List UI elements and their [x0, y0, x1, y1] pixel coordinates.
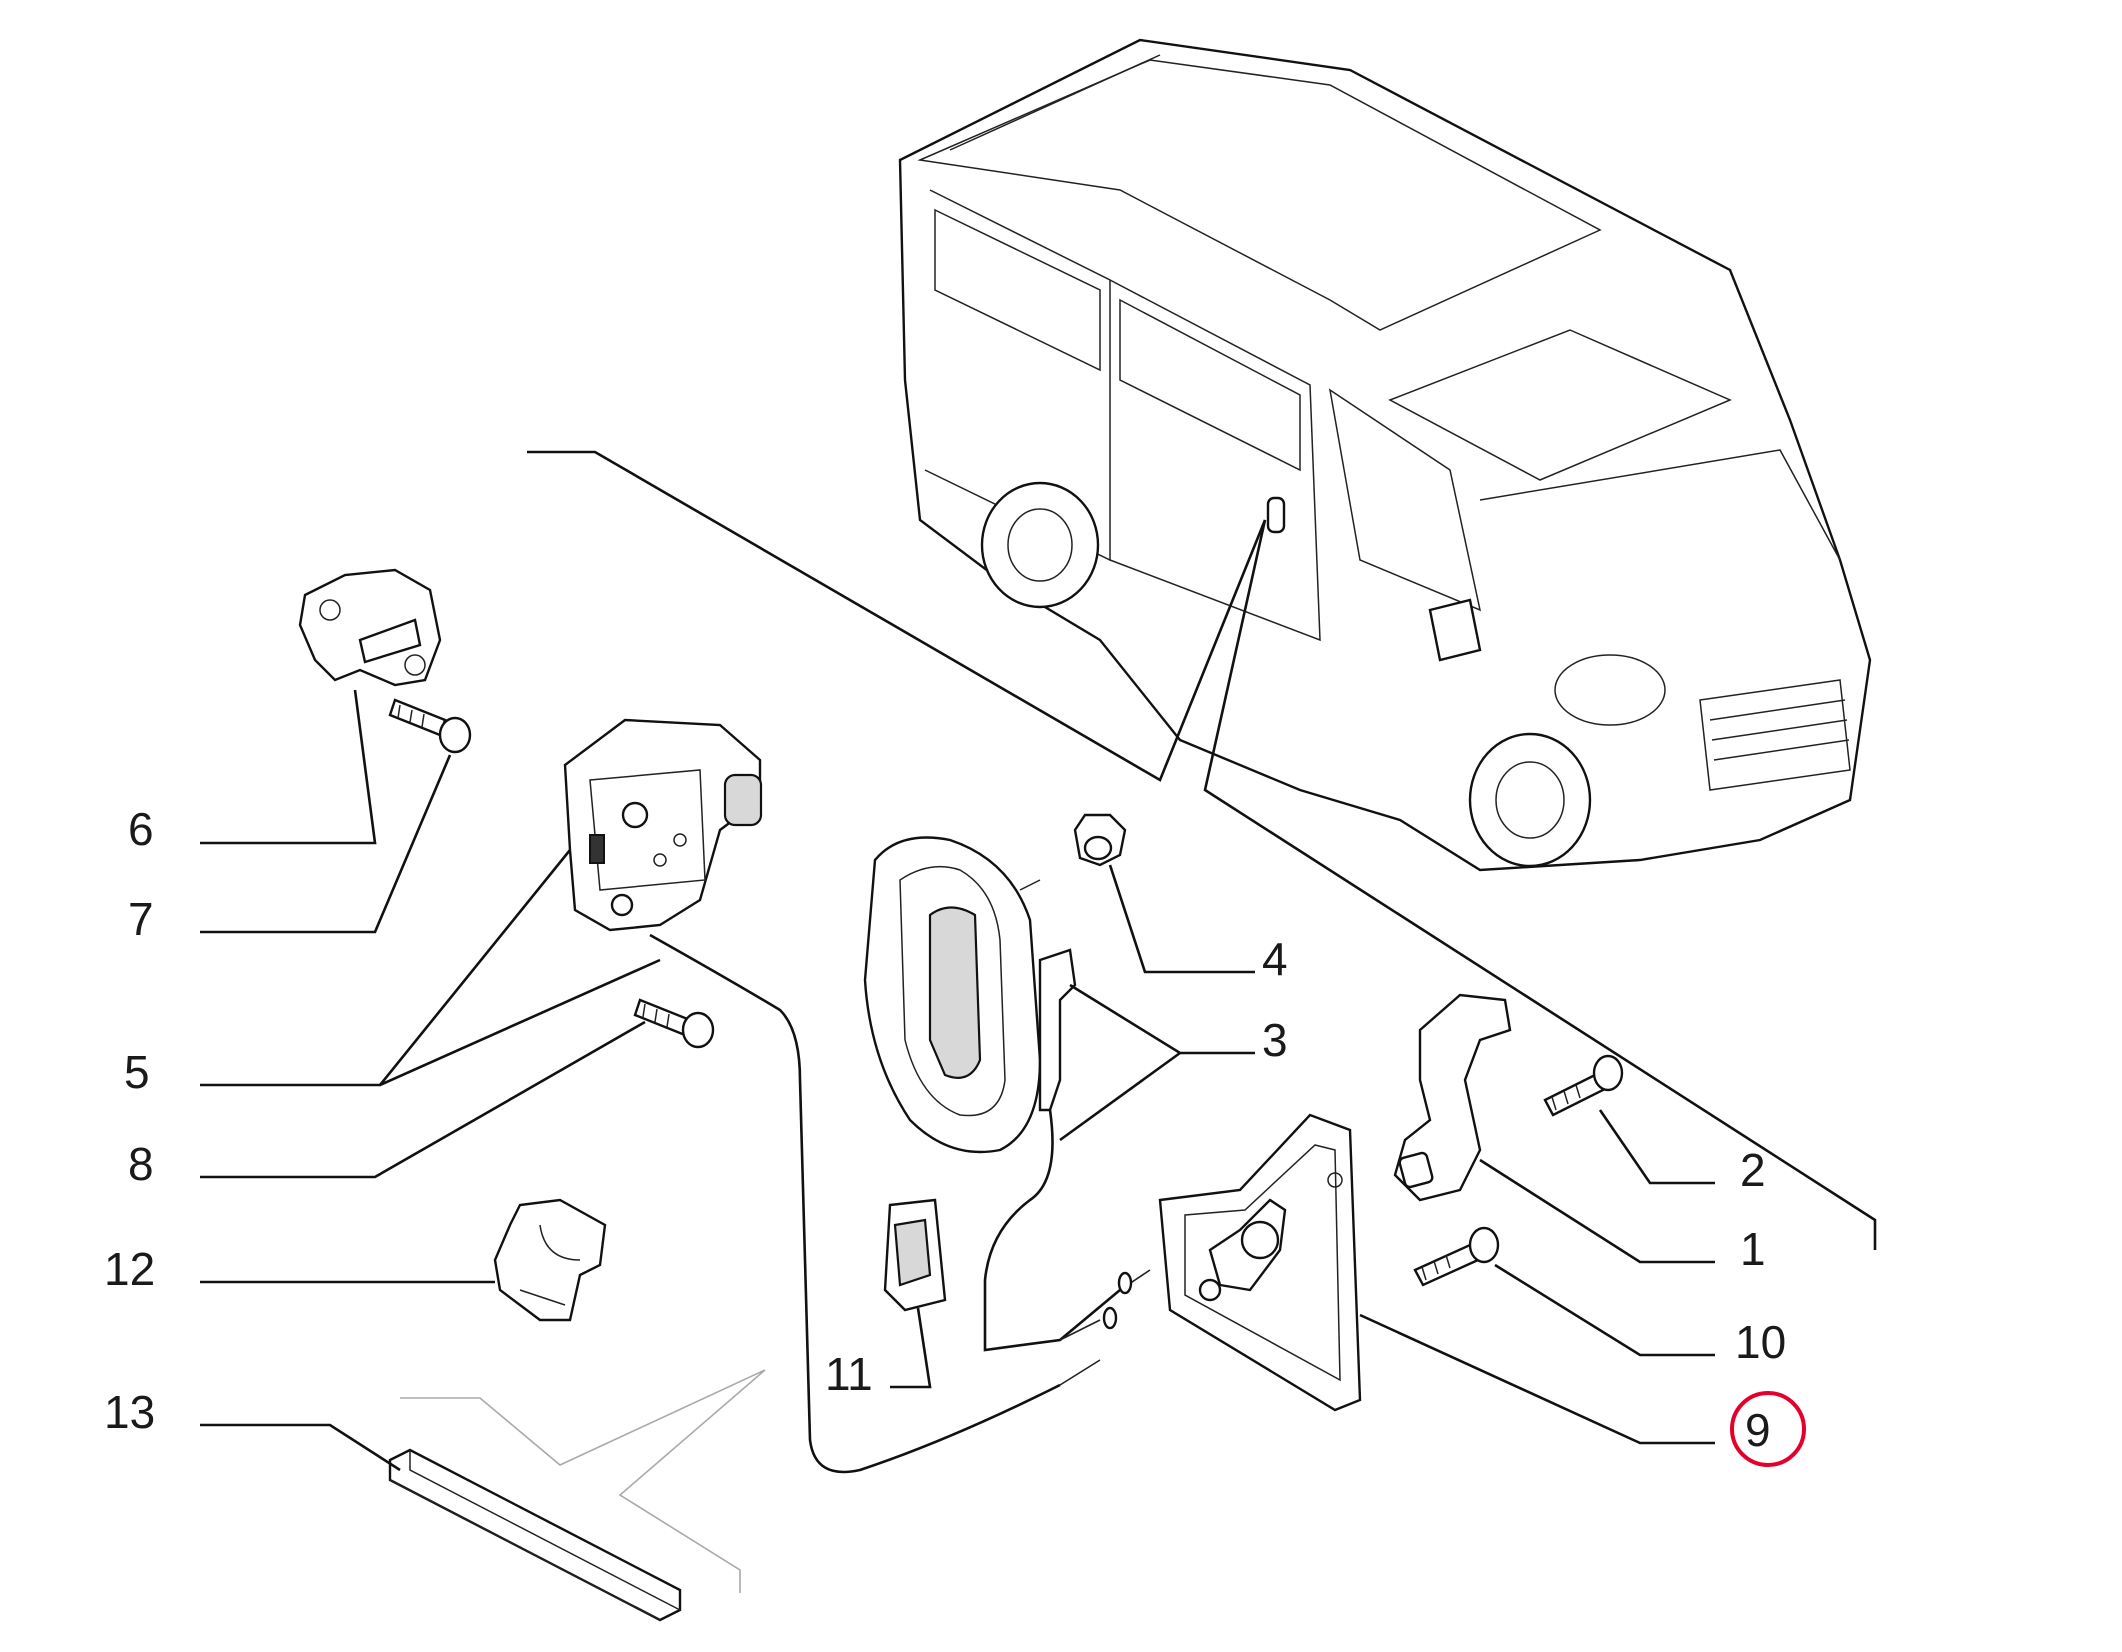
part-8-screw [633, 998, 715, 1049]
part-3-handle [863, 836, 1077, 1154]
highlight-circle [1730, 1391, 1806, 1467]
cable-harness [649, 933, 1151, 1474]
callout-11: 11 [825, 1348, 873, 1400]
callout-7: 7 [128, 893, 154, 945]
part-2-screw [1543, 1054, 1624, 1117]
part-9-inner-handle [1158, 1113, 1362, 1412]
part-13-strip [388, 1448, 682, 1622]
van-illustration [898, 38, 1872, 872]
part-12-clip [493, 1198, 607, 1322]
callout-3: 3 [1262, 1014, 1288, 1066]
part-1-lever [1393, 993, 1512, 1202]
part-10-screw [1413, 1226, 1500, 1287]
callout-5: 5 [124, 1046, 150, 1098]
callout-8: 8 [128, 1138, 154, 1190]
part-11-switch [883, 1198, 947, 1312]
callout-13: 13 [104, 1386, 155, 1438]
callout-9: 9 [1745, 1404, 1771, 1456]
callout-4: 4 [1262, 933, 1288, 985]
part-5-lock [563, 718, 763, 932]
part-6-bracket [298, 568, 442, 687]
part-7-screw [388, 698, 472, 754]
callout-2: 2 [1740, 1144, 1766, 1196]
part-4-nut [1073, 813, 1127, 867]
callout-6: 6 [128, 803, 154, 855]
callout-10: 10 [1735, 1316, 1786, 1368]
leader-lines [200, 450, 1877, 1593]
callout-12: 12 [104, 1243, 155, 1295]
callout-1: 1 [1740, 1223, 1766, 1275]
